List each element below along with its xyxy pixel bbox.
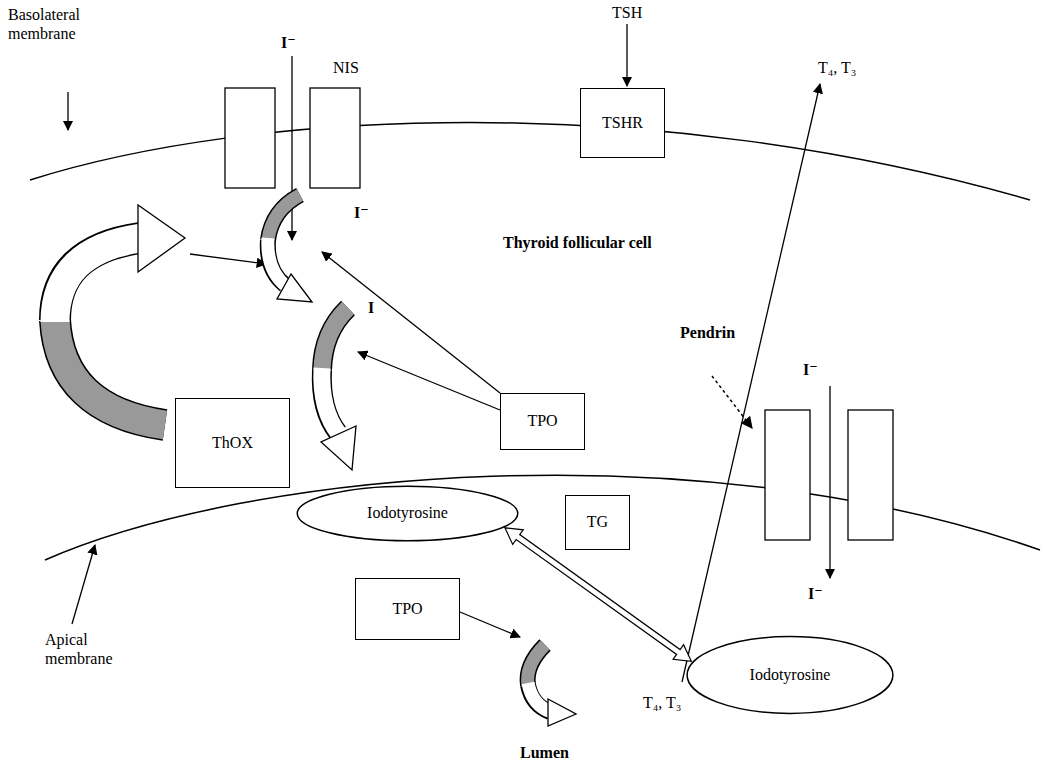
curved-arrow-head [321, 426, 356, 470]
secretion-arrow [682, 84, 820, 682]
receptor-box: TSHR [580, 88, 665, 158]
hormone-arrow [626, 24, 627, 86]
node-text: TPO [392, 600, 422, 618]
curved-arrow [55, 320, 165, 425]
curved-arrow [55, 238, 141, 322]
curved-arrow-head [277, 274, 312, 302]
curved-arrow-head [138, 205, 185, 272]
ion-label: I⁻ [808, 584, 823, 603]
curved-arrow [528, 645, 545, 685]
basolateral-membrane [30, 123, 1030, 201]
membrane-label: Apical membrane [45, 630, 130, 668]
enzyme-box: TPO [500, 393, 585, 450]
ion-label: I⁻ [354, 203, 369, 222]
enzyme-arrow [358, 352, 500, 410]
transporter-half [848, 410, 893, 540]
curved-arrow [55, 320, 165, 425]
node-text: Iodotyrosine [750, 666, 831, 684]
node-text: TSHR [602, 114, 643, 132]
curved-arrow [268, 195, 300, 240]
hormone-label: T₄, T₃ [818, 58, 856, 77]
transporter-half [765, 410, 810, 540]
pointer-arrow [72, 545, 95, 624]
compartment-label: Lumen [520, 743, 569, 762]
curved-arrow [322, 308, 348, 370]
ellipse-outline [297, 486, 518, 541]
pointer-arrow [67, 92, 68, 130]
node-text: TG [587, 513, 608, 531]
pointer-arrow [190, 254, 266, 264]
ion-label: I⁻ [281, 33, 296, 52]
curved-arrow [268, 195, 300, 240]
enzyme-box: ThOX [175, 398, 290, 488]
hormone-label: TSH [612, 3, 642, 22]
node-text: Iodotyrosine [367, 504, 448, 522]
curved-arrow [322, 308, 348, 370]
curved-arrow [268, 238, 286, 286]
enzyme-arrow [322, 252, 500, 393]
enzyme-arrow [460, 612, 520, 637]
ion-label: I [368, 298, 374, 317]
curved-arrow [528, 645, 545, 685]
ion-label: I⁻ [803, 360, 818, 379]
transporter-half [310, 88, 360, 188]
protein-box: TG [565, 495, 630, 550]
ellipse-outline [687, 637, 893, 714]
transporter-label: NIS [333, 58, 359, 77]
transporter-label: Pendrin [680, 323, 735, 342]
curved-arrow [322, 368, 339, 434]
iodide-arrow [291, 56, 292, 240]
molecule-ellipse: Iodotyrosine [295, 485, 520, 542]
node-text: ThOX [212, 434, 253, 452]
iodide-arrow [829, 386, 830, 578]
hormone-label: T₄, T₃ [643, 693, 681, 712]
transporter-half [225, 88, 275, 188]
cell-label: Thyroid follicular cell [503, 233, 652, 252]
node-text: TPO [527, 412, 557, 430]
enzyme-box: TPO [355, 578, 460, 640]
membrane-label: Basolateral membrane [8, 5, 93, 43]
curved-arrow-head [548, 699, 576, 726]
molecule-ellipse: Iodotyrosine [685, 635, 895, 715]
